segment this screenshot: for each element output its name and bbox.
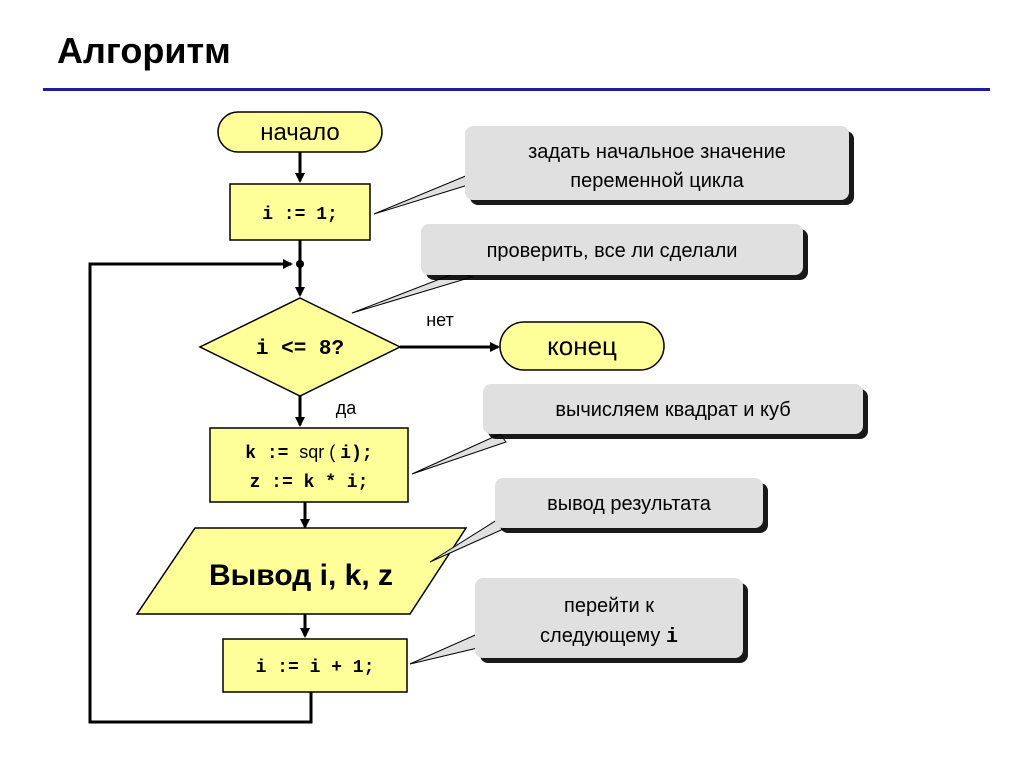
compute-line-1-paren: ( (324, 442, 340, 462)
callout-output: вывод результата (429, 478, 768, 563)
condition-label: i <= 8? (256, 338, 344, 361)
init-label: i := 1; (262, 205, 338, 225)
callout-init: задать начальное значение переменной цик… (373, 126, 854, 215)
callout-check-text: проверить, все ли сделали (487, 240, 738, 262)
callout-init-line-2: переменной цикла (570, 170, 744, 192)
connectors (88, 152, 500, 724)
callout-next-line-1: перейти к (564, 595, 654, 617)
callout-compute: вычисляем квадрат и куб (411, 384, 868, 475)
end-label: конец (547, 331, 617, 361)
increment-label: i := i + 1; (256, 658, 375, 678)
condition-decision: i <= 8? (198, 297, 402, 397)
callout-compute-text: вычисляем квадрат и куб (555, 399, 790, 421)
compute-line-1-end: ); (351, 444, 373, 464)
output-io-parallelogram: Вывод i, k, z (135, 527, 468, 615)
init-process-box: i := 1; (229, 183, 371, 241)
yes-branch-label: да (336, 398, 358, 418)
end-terminal: конец (499, 321, 665, 371)
callout-check: проверить, все ли сделали (351, 224, 808, 314)
callout-next-line-2: следующему i (540, 625, 678, 649)
compute-line-2: z := k * i; (250, 473, 369, 493)
compute-line-1-assign: k := (245, 444, 299, 464)
callout-next-line-2-text: следующему (540, 625, 666, 647)
no-branch-label: нет (426, 310, 454, 330)
compute-line-1: k := sqr ( i); (245, 442, 372, 464)
start-label: начало (260, 119, 340, 146)
output-label: Вывод i, k, z (209, 559, 393, 592)
increment-process-box: i := i + 1; (222, 638, 408, 693)
callout-output-text: вывод результата (547, 493, 712, 515)
junction-dot (296, 260, 304, 268)
callout-next-line-2-var: i (666, 626, 678, 649)
slide-title: Алгоритм (57, 30, 231, 71)
loop-back-line (88, 259, 313, 724)
compute-process-box: k := sqr ( i); z := k * i; (209, 427, 409, 503)
title-divider (43, 88, 990, 91)
callout-init-line-1: задать начальное значение (528, 141, 786, 163)
compute-line-1-var: i (340, 444, 351, 464)
callout-next: перейти к следующему i (409, 578, 748, 665)
start-terminal: начало (217, 111, 383, 153)
compute-line-1-func: sqr (299, 442, 324, 462)
